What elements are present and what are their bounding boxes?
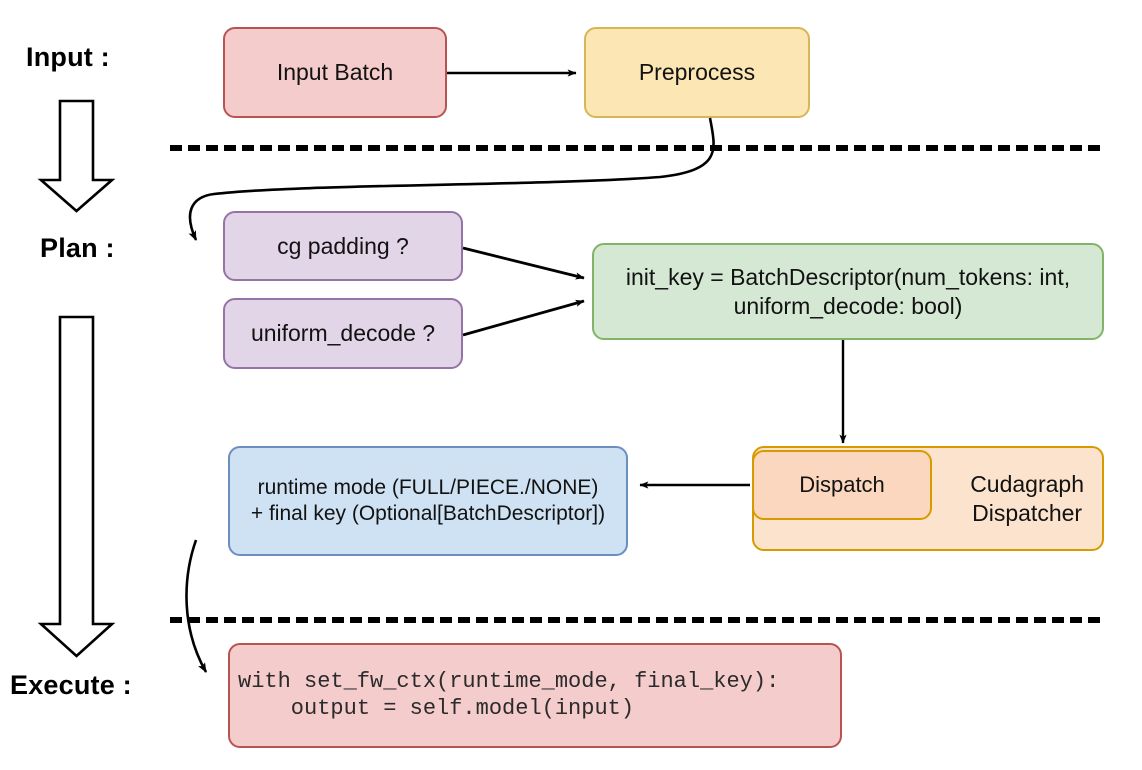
edge-cg-padding-to-init-key bbox=[462, 246, 585, 280]
input-plan-separator bbox=[170, 145, 1100, 151]
edge-runtime-mode-to-execute-code bbox=[185, 539, 208, 673]
node-uniform-decode-label: uniform_decode ? bbox=[250, 320, 436, 347]
node-input-batch-label: Input Batch bbox=[276, 59, 394, 86]
node-cudagraph-dispatcher-line-2: Dispatcher bbox=[972, 499, 1083, 526]
node-execute-code-line-1: with set_fw_ctx(runtime_mode, final_key)… bbox=[238, 668, 780, 694]
node-init-key-line-1: init_key = BatchDescriptor(num_tokens: i… bbox=[625, 264, 1071, 291]
node-execute-code-line-2: output = self.model(input) bbox=[238, 695, 635, 721]
stage-label-plan: Plan : bbox=[40, 233, 115, 263]
node-runtime-mode-line-1: runtime mode (FULL/PIECE./NONE) bbox=[257, 476, 599, 500]
node-dispatch[interactable]: Dispatch bbox=[752, 450, 932, 520]
plan-execute-separator bbox=[170, 617, 1100, 623]
node-dispatch-label: Dispatch bbox=[799, 471, 885, 497]
node-preprocess[interactable]: Preprocess bbox=[584, 27, 810, 118]
node-cg-padding-label: cg padding ? bbox=[277, 232, 409, 259]
edge-uniform-decode-to-init-key bbox=[462, 299, 585, 337]
plan-to-execute-flow-arrow bbox=[37, 315, 116, 658]
node-runtime-mode-line-2: + final key (Optional[BatchDescriptor]) bbox=[250, 502, 606, 525]
node-cg-padding[interactable]: cg padding ? bbox=[223, 211, 463, 281]
stage-label-input: Input : bbox=[26, 42, 110, 72]
node-init-key[interactable]: init_key = BatchDescriptor(num_tokens: i… bbox=[592, 243, 1104, 340]
node-preprocess-label: Preprocess bbox=[638, 59, 756, 86]
node-init-key-line-2: uniform_decode: bool) bbox=[733, 292, 963, 319]
node-uniform-decode[interactable]: uniform_decode ? bbox=[223, 298, 463, 369]
node-cudagraph-dispatcher-line-1: Cudagraph bbox=[970, 471, 1084, 498]
node-runtime-mode[interactable]: runtime mode (FULL/PIECE./NONE) + final … bbox=[228, 446, 628, 556]
input-to-plan-flow-arrow bbox=[37, 99, 116, 213]
node-execute-code[interactable]: with set_fw_ctx(runtime_mode, final_key)… bbox=[228, 643, 842, 748]
node-input-batch[interactable]: Input Batch bbox=[223, 27, 447, 118]
stage-label-execute: Execute : bbox=[10, 670, 132, 700]
